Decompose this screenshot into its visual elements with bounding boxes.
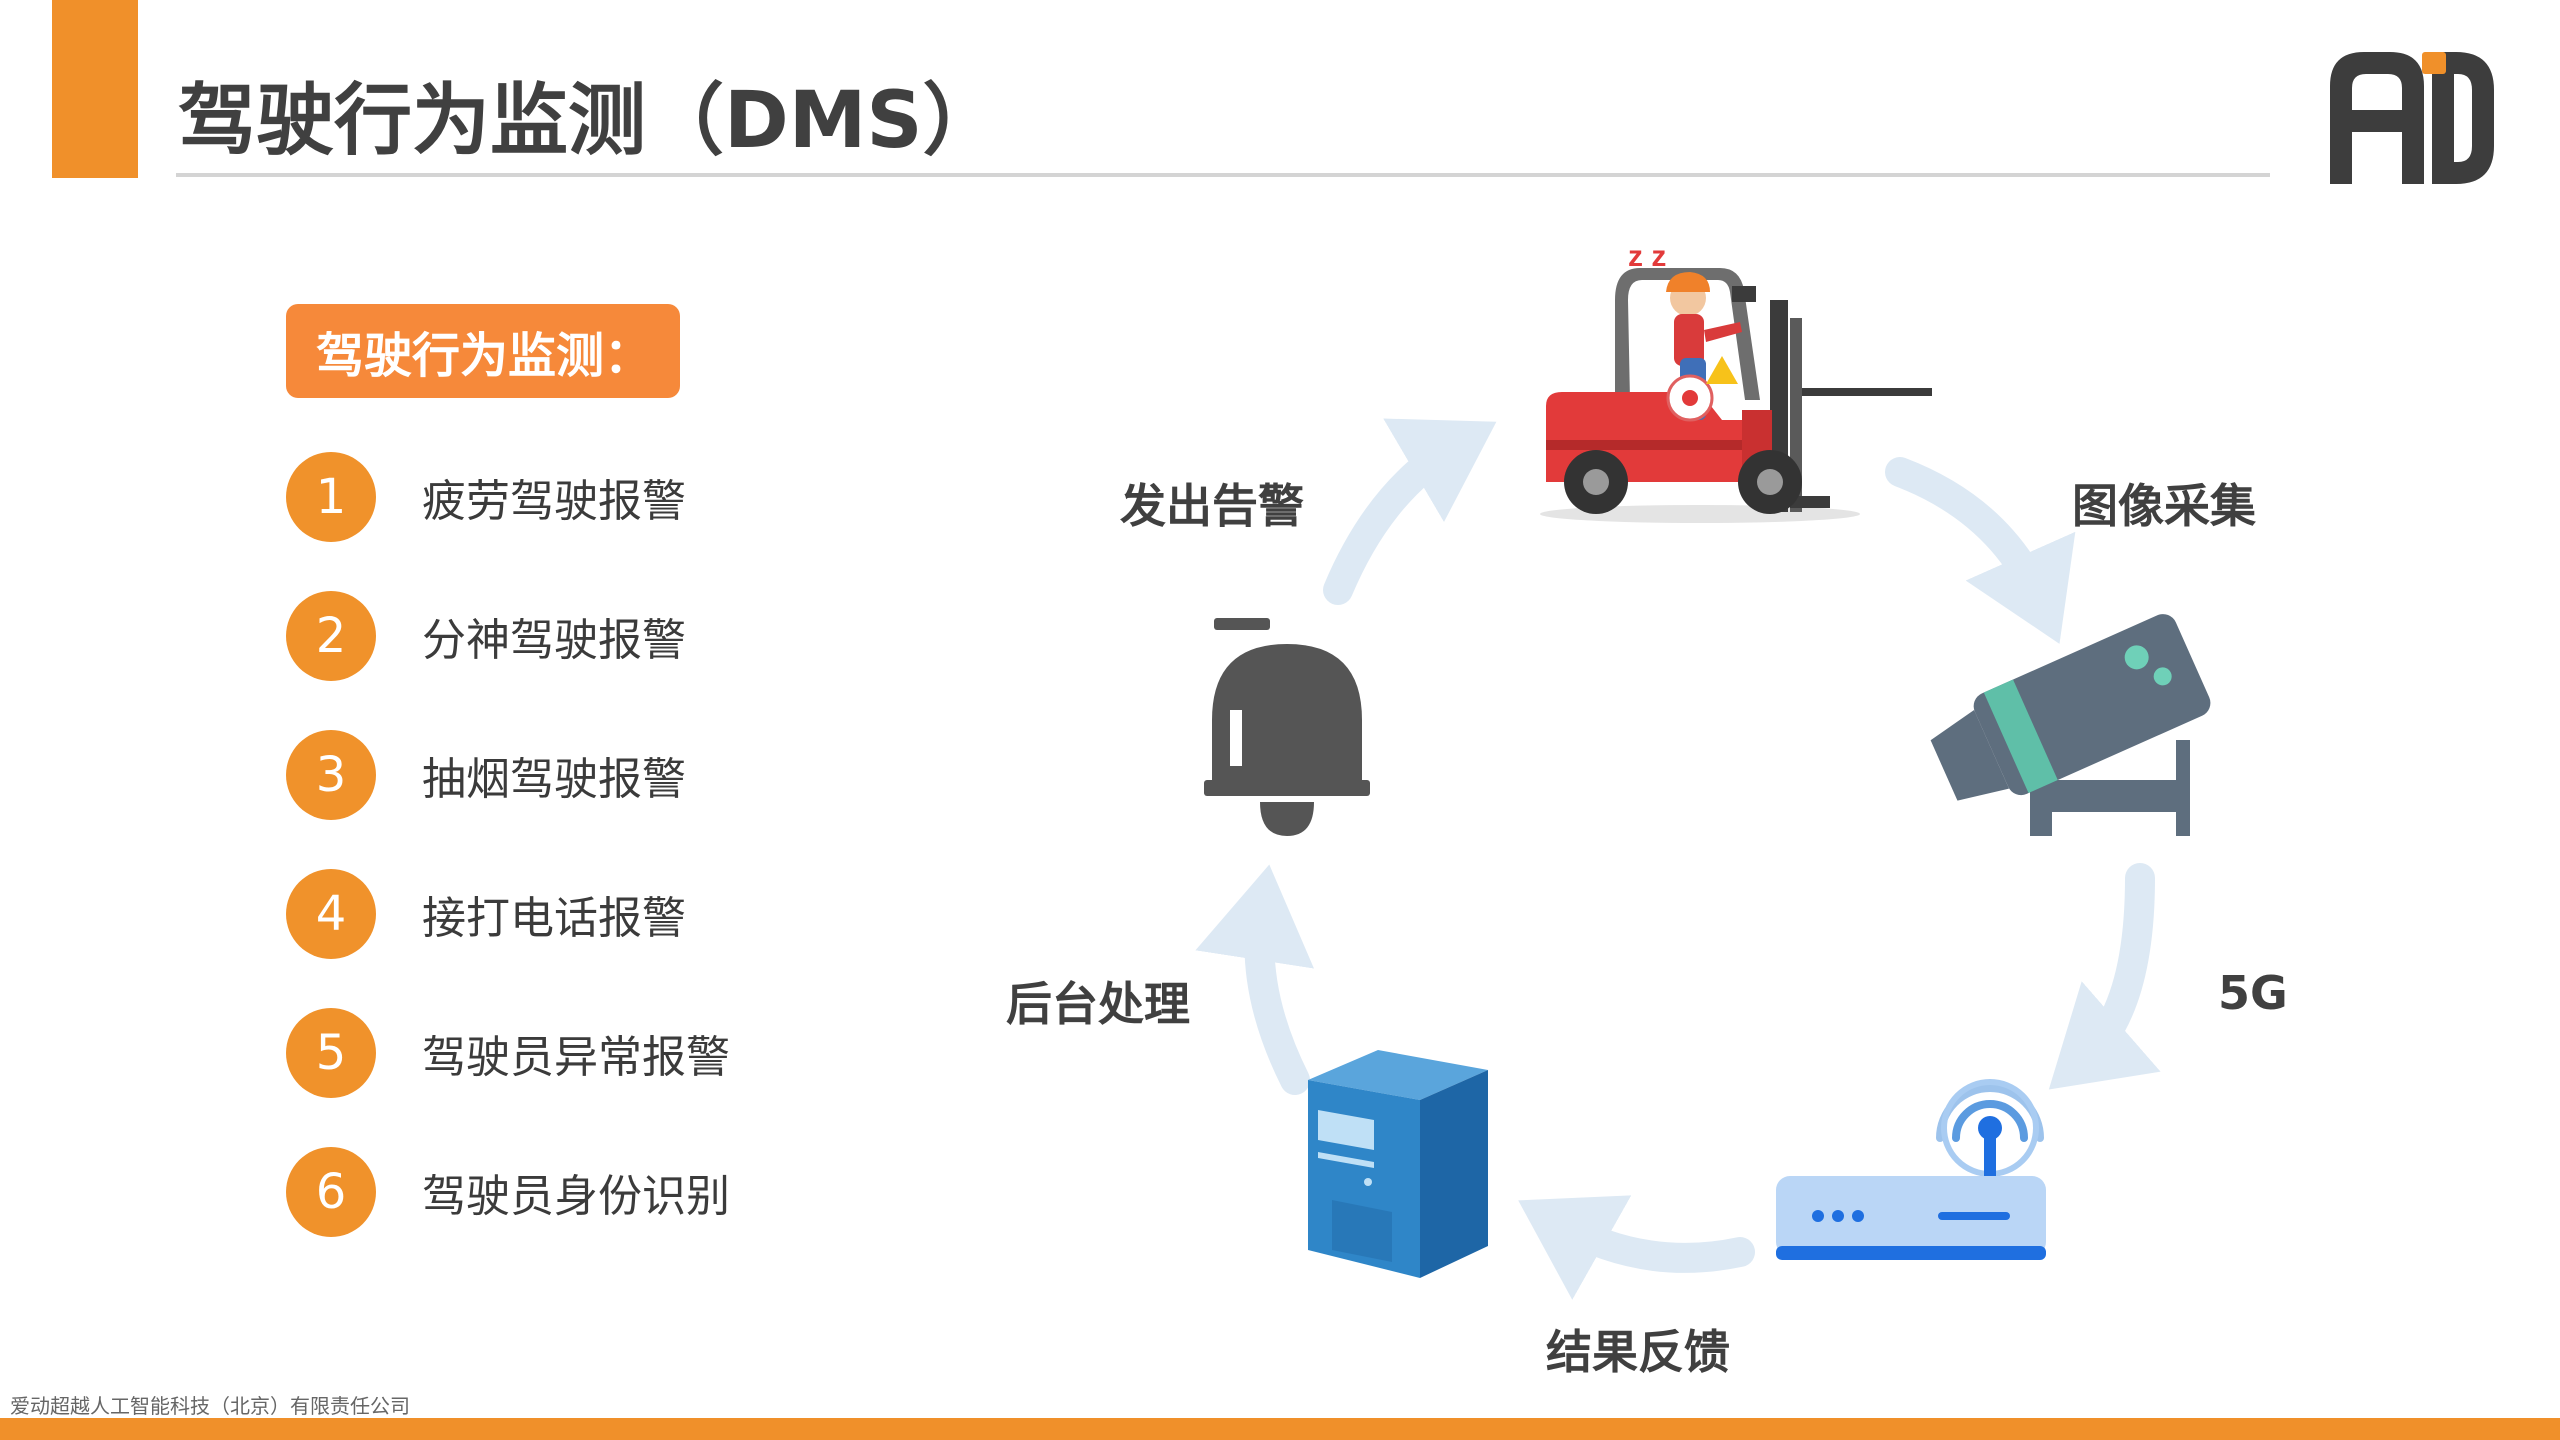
feature-label: 抽烟驾驶报警 bbox=[422, 754, 686, 805]
number-badge: 5 bbox=[286, 1008, 376, 1098]
feature-label: 接打电话报警 bbox=[422, 893, 686, 944]
footer-company-name: 爱动超越人工智能科技（北京）有限责任公司 bbox=[10, 1394, 410, 1418]
title-accent-bar bbox=[52, 0, 138, 178]
title-divider bbox=[176, 173, 2270, 177]
flow-arrow-feedback bbox=[1518, 1195, 1755, 1300]
page-title: 驾驶行为监测（DMS） bbox=[178, 76, 1001, 166]
surveillance-camera-icon bbox=[1930, 614, 2211, 836]
step-label-alarm: 发出告警 bbox=[1120, 479, 1304, 533]
bottom-accent-bar bbox=[0, 1418, 2560, 1440]
server-tower-icon bbox=[1308, 1050, 1488, 1278]
step-label-feedback: 结果反馈 bbox=[1546, 1325, 1730, 1379]
feature-item: 6 驾驶员身份识别 bbox=[286, 1147, 730, 1237]
feature-item: 3 抽烟驾驶报警 bbox=[286, 730, 730, 820]
feature-label: 驾驶员异常报警 bbox=[422, 1032, 730, 1083]
feature-label: 疲劳驾驶报警 bbox=[422, 476, 686, 527]
feature-list: 1 疲劳驾驶报警 2 分神驾驶报警 3 抽烟驾驶报警 4 接打电话报警 5 驾驶… bbox=[286, 452, 730, 1286]
forklift-driver-icon: z z bbox=[1540, 240, 1932, 523]
logo-dot-icon bbox=[2422, 52, 2446, 74]
logo-letter-d-icon bbox=[2432, 52, 2494, 184]
svg-text:z z: z z bbox=[1628, 240, 1666, 273]
step-label-capture: 图像采集 bbox=[2072, 479, 2256, 533]
flow-arrow-backend bbox=[1195, 864, 1315, 1095]
flow-arrow-capture bbox=[1885, 457, 2076, 644]
wireless-router-icon bbox=[1776, 1079, 2046, 1260]
number-badge: 4 bbox=[286, 869, 376, 959]
feature-item: 4 接打电话报警 bbox=[286, 869, 730, 959]
flow-arrow-alarm bbox=[1323, 418, 1497, 605]
logo-letter-a-icon bbox=[2330, 52, 2424, 184]
feature-label: 驾驶员身份识别 bbox=[422, 1171, 730, 1222]
feature-item: 1 疲劳驾驶报警 bbox=[286, 452, 730, 542]
feature-item: 5 驾驶员异常报警 bbox=[286, 1008, 730, 1098]
number-badge: 1 bbox=[286, 452, 376, 542]
feature-label: 分神驾驶报警 bbox=[422, 615, 686, 666]
section-heading-chip: 驾驶行为监测： bbox=[286, 304, 680, 398]
number-badge: 2 bbox=[286, 591, 376, 681]
company-logo bbox=[2330, 52, 2494, 184]
number-badge: 6 bbox=[286, 1147, 376, 1237]
number-badge: 3 bbox=[286, 730, 376, 820]
flow-arrow-network bbox=[2048, 863, 2161, 1090]
feature-item: 2 分神驾驶报警 bbox=[286, 591, 730, 681]
step-label-network: 5G bbox=[2218, 966, 2288, 1020]
step-label-backend: 后台处理 bbox=[1006, 977, 1190, 1031]
alarm-bell-icon bbox=[1204, 618, 1370, 836]
